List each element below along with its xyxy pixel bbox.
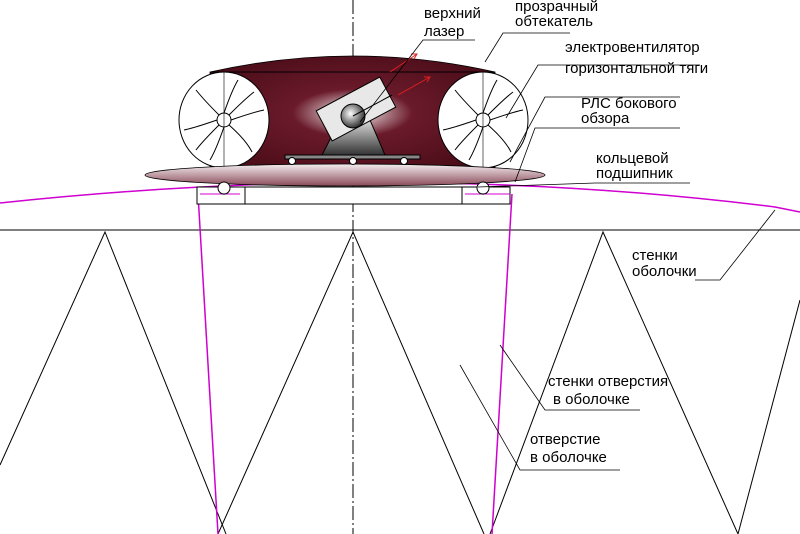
label-shell-walls-1: стенки [632, 247, 678, 264]
upper-laser [284, 76, 421, 165]
label-bearing-2: подшипник [596, 165, 673, 182]
shell-wall-4 [737, 299, 800, 534]
label-fairing-2: обтекатель [515, 13, 593, 30]
base-platform [196, 186, 511, 205]
shell-walls-zigzag [0, 230, 227, 534]
hole-wall-right [491, 193, 513, 534]
label-hole-walls-1: стенки отверстия [548, 373, 668, 390]
fan-left [178, 71, 270, 195]
label-upper-laser-1: верхний [424, 5, 481, 22]
label-fan-1: электровентилятор [565, 39, 700, 56]
bearing-wheel [476, 181, 490, 195]
radar-disk [144, 163, 546, 187]
hole-wall-left [197, 193, 219, 534]
shell-wall-2 [217, 230, 485, 534]
label-hole-walls-2: в оболочке [553, 391, 630, 408]
label-bearing-1: кольцевой [596, 150, 669, 167]
leader-lines [359, 32, 776, 471]
label-shell-walls-2: оболочки [632, 263, 697, 280]
label-hole-1: отверстие [530, 431, 600, 448]
shell-wall-3 [489, 230, 739, 534]
label-radar-2: обзора [581, 110, 630, 127]
bearing-wheel [217, 181, 231, 195]
label-fairing-1: прозрачный [515, 0, 598, 15]
laser-beam-arrows [389, 53, 431, 96]
label-fan-2: горизонтальной тяги [565, 60, 708, 77]
label-hole-2: в оболочке [530, 449, 607, 466]
label-radar-1: РЛС бокового [581, 95, 677, 112]
label-upper-laser-2: лазер [424, 23, 464, 40]
